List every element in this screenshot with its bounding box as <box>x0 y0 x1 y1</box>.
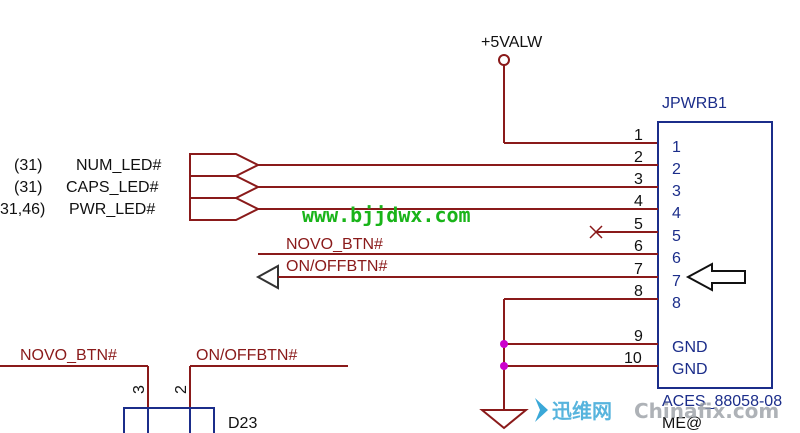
net-pwr-led: PWR_LED# <box>69 201 155 218</box>
pin-number: 8 <box>634 283 643 300</box>
connector-variant: ME@ <box>662 415 702 432</box>
logo-en: Chinafix.com <box>634 399 779 423</box>
bottom-net-novo: NOVO_BTN# <box>20 347 117 364</box>
no-connect-mark-b <box>589 225 603 239</box>
junction-dot <box>500 362 508 370</box>
port-num-led <box>189 153 261 177</box>
net-num-led: NUM_LED# <box>76 157 161 174</box>
net-onoff: ON/OFFBTN# <box>286 258 387 275</box>
pin-name: 2 <box>672 161 681 178</box>
pin-name: 8 <box>672 295 681 312</box>
net-caps-led: CAPS_LED# <box>66 179 159 196</box>
watermark-site: www.bjjdwx.com <box>302 203 471 227</box>
pin-number: 9 <box>634 328 643 345</box>
pin-name: 5 <box>672 228 681 245</box>
pin-number: 4 <box>634 193 643 210</box>
pin-name: GND <box>672 361 708 378</box>
bottom-net-onoff: ON/OFFBTN# <box>196 347 297 364</box>
ref-num-led: (31) <box>14 157 42 174</box>
net-novo: NOVO_BTN# <box>286 236 383 253</box>
ref-pwr-led: 31,46) <box>0 201 45 218</box>
ground-symbol <box>479 409 529 430</box>
pin-number: 10 <box>624 350 642 367</box>
watermark-logo: 迅维网 Chinafix.com <box>535 398 779 423</box>
connector-name: JPWRB1 <box>662 95 727 112</box>
diode-label: D23 <box>228 415 257 432</box>
pin-name: 6 <box>672 250 681 267</box>
pin-name: GND <box>672 339 708 356</box>
port-pwr-led <box>189 197 261 221</box>
pin-number: 1 <box>634 127 643 144</box>
pin-number: 2 <box>634 149 643 166</box>
diode-pin-b: 2 <box>173 385 190 394</box>
arrow-left-icon <box>685 262 746 292</box>
pin-number: 3 <box>634 171 643 188</box>
junction-dot <box>500 340 508 348</box>
power-symbol <box>498 54 510 66</box>
ref-caps-led: (31) <box>14 179 42 196</box>
pin-number: 6 <box>634 238 643 255</box>
power-label: +5VALW <box>481 34 543 51</box>
pin-name: 3 <box>672 183 681 200</box>
logo-cn: 迅维网 <box>552 399 612 423</box>
diode-body <box>123 407 215 433</box>
pin-name: 7 <box>672 273 681 290</box>
port-caps-led <box>189 175 261 199</box>
logo-chevron-icon <box>535 398 548 422</box>
diode-pin-a: 3 <box>131 385 148 394</box>
pin-number: 5 <box>634 216 643 233</box>
pin-number: 7 <box>634 261 643 278</box>
pin-name: 4 <box>672 205 681 222</box>
onoff-port <box>255 264 279 290</box>
connector-part: ACES_88058-08 <box>662 393 782 410</box>
pin-name: 1 <box>672 139 681 156</box>
